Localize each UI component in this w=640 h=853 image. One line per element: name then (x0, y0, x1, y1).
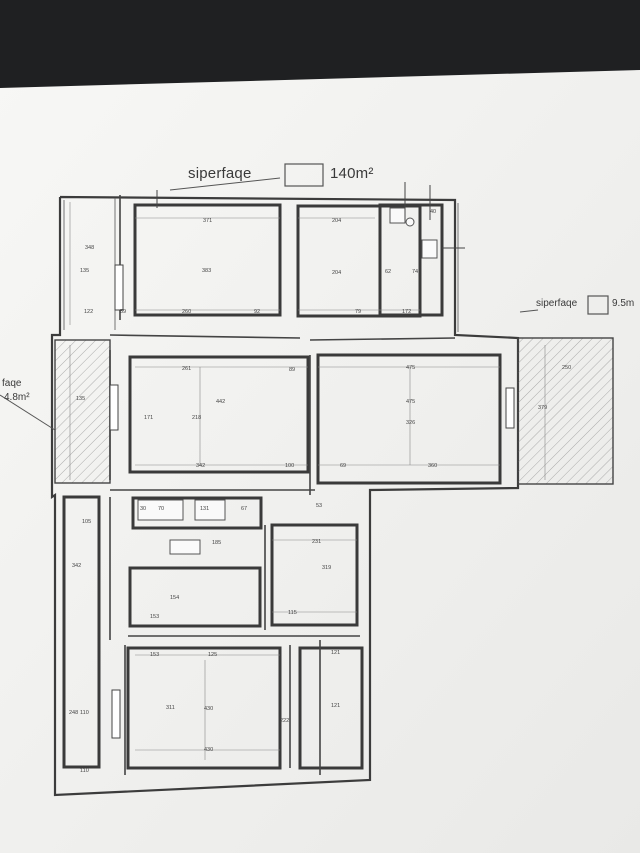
dimension-label: 231 (312, 539, 322, 545)
dimension-label: 348 (85, 245, 95, 251)
dimension-label: 248 (69, 710, 79, 716)
main-area-value: 140m² (330, 165, 374, 182)
dimension-label: 69 (340, 463, 347, 469)
dimension-label: 172 (402, 309, 412, 315)
dimension-label: 430 (204, 747, 214, 753)
dimension-label: 218 (192, 415, 202, 421)
dimension-label: 171 (144, 415, 154, 421)
dimension-label: 62 (385, 269, 392, 275)
dimension-label: 59 (120, 309, 127, 315)
paper-sheet (0, 70, 640, 853)
dimension-label: 135 (80, 268, 90, 274)
dimension-label: 342 (196, 463, 206, 469)
dimension-label: 70 (158, 506, 165, 512)
dimension-label: 92 (254, 309, 261, 315)
dimension-label: 204 (332, 218, 342, 224)
dimension-label: 430 (204, 706, 214, 712)
dimension-label: 121 (331, 650, 341, 656)
outer-wall (50, 195, 520, 797)
main-area-label: siperfaqe (188, 165, 252, 182)
dimension-label: 379 (538, 405, 548, 411)
dimension-label: 110 (80, 710, 89, 716)
right-area-label: siperfaqe (536, 298, 578, 309)
dimension-label: 125 (208, 652, 218, 658)
dimension-label: 89 (289, 367, 296, 373)
dimension-label: 311 (166, 705, 175, 711)
dimension-label: 105 (82, 519, 92, 525)
dimension-label: 261 (182, 366, 192, 372)
dimension-label: 326 (406, 420, 416, 426)
dimension-label: 260 (182, 309, 192, 315)
dimension-label: 360 (428, 463, 438, 469)
dimension-label: 110 (80, 768, 89, 774)
dimension-label: 319 (322, 565, 332, 571)
dimension-label: 250 (562, 365, 572, 371)
dimension-label: 131 (200, 506, 210, 512)
dimension-label: 442 (216, 399, 226, 405)
dimension-label: 153 (150, 652, 160, 658)
dimension-label: 100 (285, 463, 295, 469)
dimension-label: 154 (170, 595, 180, 601)
right-area-value: 9.5m (612, 298, 635, 309)
right-balcony-hatch (517, 337, 614, 485)
dimension-label: 53 (316, 503, 323, 509)
dimension-label: 342 (72, 563, 82, 569)
dimension-label: 204 (332, 270, 342, 276)
dimension-label: 115 (288, 610, 297, 616)
dimension-label: 74 (412, 269, 419, 275)
left-area-label: faqe (2, 378, 22, 389)
dimension-label: 40 (430, 209, 437, 215)
dimension-label: 121 (331, 703, 341, 709)
dimension-label: 185 (212, 540, 222, 546)
dimension-label: 475 (406, 399, 416, 405)
room-walls (62, 203, 502, 770)
dimension-label: 79 (355, 309, 362, 315)
dimension-label: 222 (280, 718, 290, 724)
dimension-label: 383 (202, 268, 212, 274)
dimension-label: 67 (241, 506, 248, 512)
dimension-label: 30 (140, 506, 147, 512)
floor-plan (50, 195, 520, 797)
left-balcony-hatch (54, 339, 111, 484)
dimension-label: 153 (150, 614, 160, 620)
dimension-label: 122 (84, 309, 94, 315)
dimension-label: 371 (203, 218, 213, 224)
left-area-value: 4.8m² (4, 392, 30, 403)
dimension-label: 135 (76, 396, 86, 402)
dimension-label: 475 (406, 365, 416, 371)
